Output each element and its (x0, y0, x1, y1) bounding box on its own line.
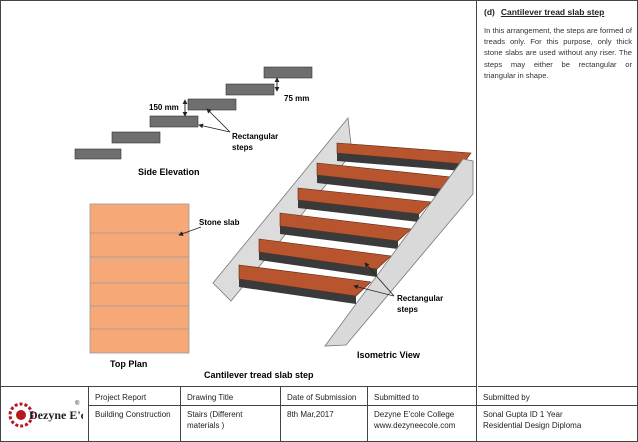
title-block-divider (89, 405, 638, 406)
label-stone-slab: Stone slab (199, 218, 240, 227)
side-elevation-title: Side Elevation (138, 167, 200, 177)
side-step (225, 83, 275, 96)
isometric-title: Isometric View (357, 350, 421, 360)
description-panel: (d) Cantilever tread slab step In this a… (478, 1, 638, 387)
logo-text: Dezyne E'cole (29, 408, 83, 422)
svg-text:®: ® (75, 400, 80, 407)
val-submitted-to: Dezyne E'cole College www.dezyneecole.co… (374, 410, 456, 430)
drawing-svg: 150 mm 75 mm Rectangular steps Side Elev… (74, 66, 474, 380)
iso-tread-front (239, 279, 356, 304)
description-index: (d) (484, 7, 495, 17)
side-step (263, 66, 313, 79)
logo-cell: Dezyne E'cole ® (1, 387, 89, 442)
col-submitted-to: Submitted to Dezyne E'cole College www.d… (368, 387, 477, 442)
college-logo: Dezyne E'cole ® (8, 400, 83, 428)
iso-tread-front (317, 175, 441, 197)
hdr-submitted-to: Submitted to (374, 393, 419, 402)
iso-tread-front (298, 200, 419, 222)
isometric-stair (212, 117, 474, 347)
title-block: Dezyne E'cole ® Project Report Building … (1, 387, 638, 442)
col-drawing-title: Drawing Title Stairs (Different material… (181, 387, 281, 442)
top-plan-title: Top Plan (110, 359, 147, 369)
label-iso-rect-1: Rectangular (397, 294, 443, 303)
side-step (149, 115, 199, 128)
hdr-project-report: Project Report (95, 393, 147, 402)
col-project-report: Project Report Building Construction (89, 387, 181, 442)
description-title: Cantilever tread slab step (500, 7, 605, 17)
description-heading: (d) Cantilever tread slab step (484, 7, 632, 17)
top-plan (89, 203, 190, 354)
iso-tread-front (280, 226, 398, 249)
drawing-area: 150 mm 75 mm Rectangular steps Side Elev… (1, 1, 477, 387)
front-stringer (324, 158, 474, 347)
stone-slab-arrow (178, 226, 202, 236)
hdr-drawing-title: Drawing Title (187, 393, 234, 402)
drawing-caption: Cantilever tread slab step (204, 370, 314, 380)
iso-callout-arrow (364, 262, 395, 297)
label-side-rect-1: Rectangular (232, 132, 278, 141)
top-plan-slab (89, 203, 190, 354)
side-step (111, 131, 161, 144)
label-150mm: 150 mm (149, 103, 179, 112)
hdr-submitted-by: Submitted by (483, 393, 530, 402)
val-drawing-title: Stairs (Different materials ) (187, 410, 243, 430)
col-submitted-by: Submitted by Sonal Gupta ID 1 Year Resid… (477, 387, 638, 442)
iso-tread-front (337, 153, 463, 171)
iso-treads (238, 142, 472, 304)
label-iso-rect-2: steps (397, 305, 418, 314)
val-submitted-by: Sonal Gupta ID 1 Year Residential Design… (483, 410, 582, 430)
callout-arrow (206, 108, 231, 133)
side-step (74, 148, 122, 160)
val-date: 8th Mar,2017 (287, 410, 334, 419)
side-step (187, 98, 237, 111)
label-75mm: 75 mm (284, 94, 309, 103)
hdr-date: Date of Submission (287, 393, 357, 402)
callout-arrow (198, 123, 231, 133)
iso-tread-front (259, 252, 377, 277)
iso-callout-arrow (353, 284, 395, 297)
col-date-of-submission: Date of Submission 8th Mar,2017 (281, 387, 368, 442)
val-project-report: Building Construction (95, 410, 171, 419)
side-elevation-steps (74, 66, 313, 160)
label-side-rect-2: steps (232, 143, 253, 152)
description-body: In this arrangement, the steps are forme… (484, 26, 632, 80)
